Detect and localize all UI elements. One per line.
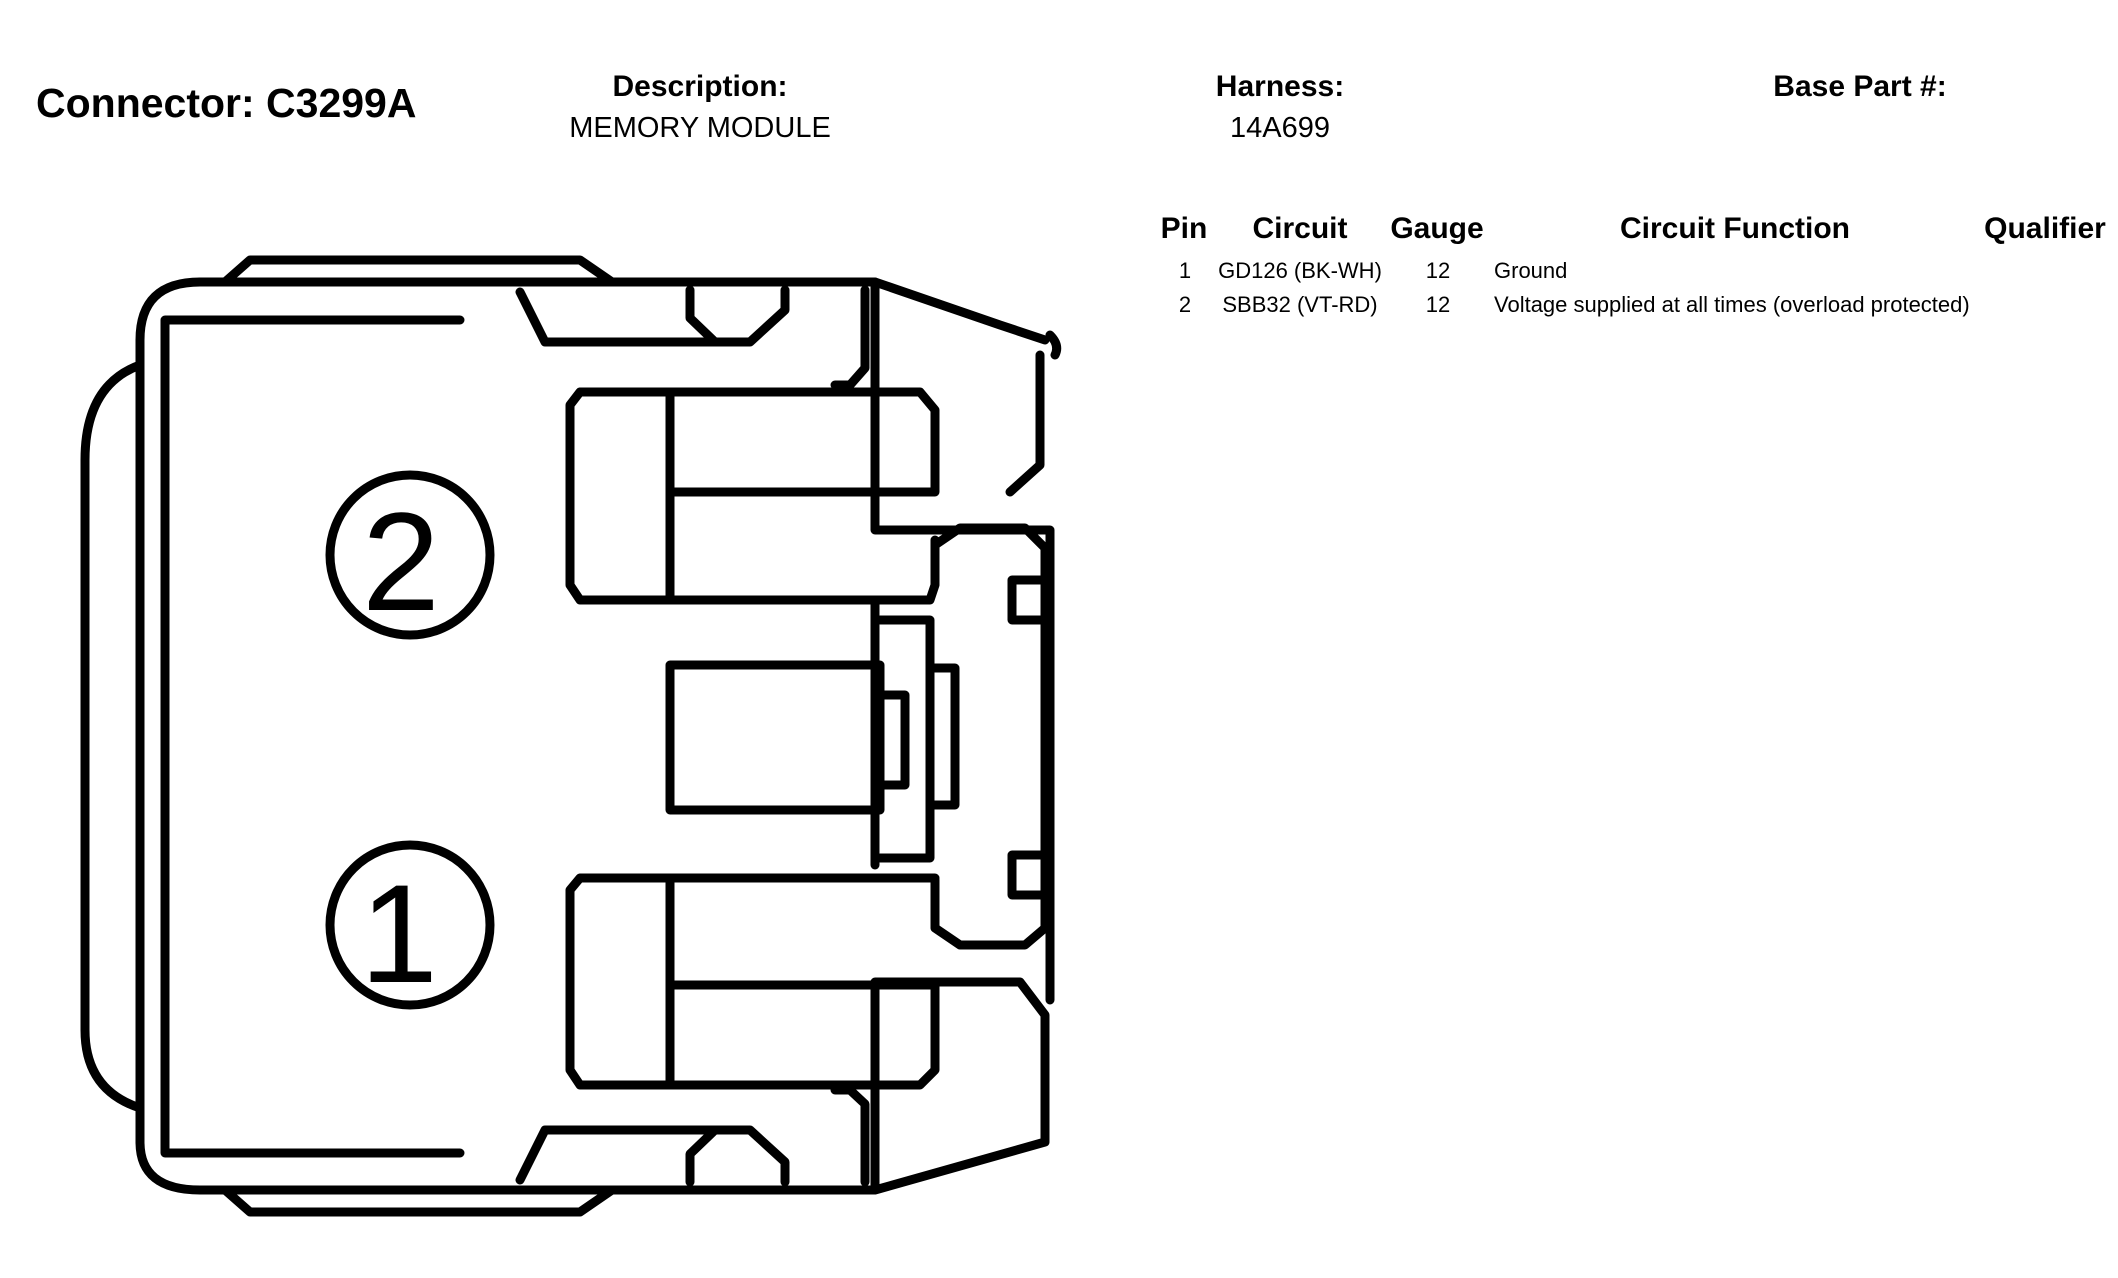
- column-header-gauge: Gauge: [1390, 212, 1484, 245]
- top-latch: [685, 285, 720, 347]
- pin-label-2: 2: [362, 483, 440, 640]
- circuit-function-cell: Voltage supplied at all times (overload …: [1494, 292, 1970, 317]
- bottom-latch: [220, 1185, 617, 1217]
- pin-2-circle: [325, 470, 495, 640]
- top-latch: [830, 285, 870, 390]
- housing-left-bump: [80, 360, 145, 1113]
- circuit-function-cell: Ground: [1494, 258, 1568, 283]
- description-value: MEMORY MODULE: [569, 112, 831, 144]
- circuit-cell: GD126 (BK-WH): [1218, 258, 1382, 283]
- inner-frame: [160, 315, 465, 1158]
- center-tab: [665, 660, 885, 815]
- housing-outline: [195, 277, 1062, 497]
- base-part-label: Base Part #:: [1773, 70, 1947, 103]
- bottom-latch: [830, 1085, 870, 1187]
- center-tab: [875, 690, 910, 790]
- gauge-cell: 12: [1425, 292, 1451, 317]
- housing-outline: [135, 277, 1050, 1195]
- center-tab: [925, 663, 960, 810]
- right-latch-box: [930, 523, 1050, 950]
- column-header-circuit-function: Circuit Function: [1620, 212, 1850, 245]
- pin-cell: 1: [1178, 258, 1192, 283]
- harness-label: Harness:: [1215, 70, 1345, 103]
- gauge-cell: 12: [1425, 258, 1451, 283]
- pin-1-circle: [325, 840, 495, 1010]
- center-tab: [875, 615, 935, 863]
- circuit-cell: SBB32 (VT-RD): [1222, 292, 1378, 317]
- pin-cell: 2: [1178, 292, 1192, 317]
- column-header-circuit: Circuit: [1252, 212, 1348, 245]
- connector-title: Connector: C3299A: [36, 80, 417, 126]
- bottom-latch: [685, 1125, 720, 1187]
- pin-cavity-1: [565, 873, 940, 1090]
- harness-value: 14A699: [1230, 112, 1330, 144]
- column-header-qualifier: Qualifier: [1984, 212, 2106, 245]
- description-label: Description:: [612, 70, 788, 103]
- right-latch-box: [1007, 575, 1050, 625]
- column-header-pin: Pin: [1160, 212, 1208, 245]
- right-latch-box: [1007, 850, 1050, 900]
- pin-label-1: 1: [360, 855, 438, 1012]
- pin-cavity-2: [565, 387, 940, 605]
- top-latch: [220, 255, 617, 287]
- bottom-latch: [515, 1125, 790, 1187]
- top-latch: [515, 285, 790, 347]
